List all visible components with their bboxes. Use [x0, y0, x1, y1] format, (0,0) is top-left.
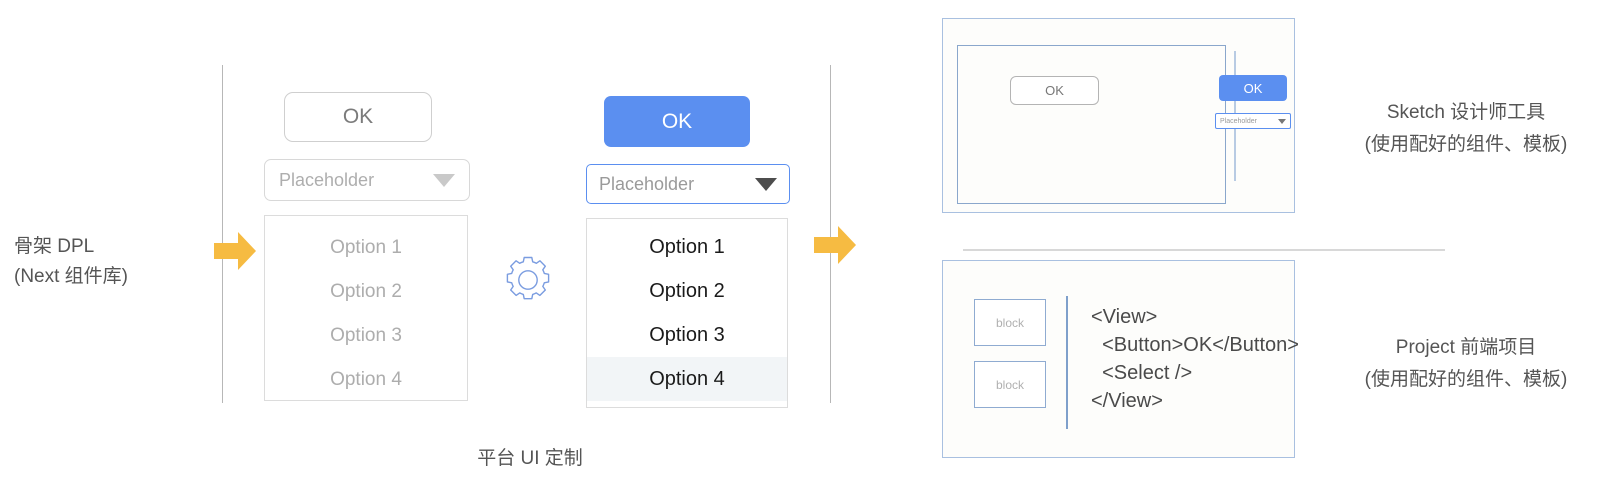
right-arrow-icon-2	[812, 222, 858, 268]
skeleton-option-item[interactable]: Option 4	[330, 369, 402, 390]
skeleton-components-group: OK Placeholder Option 1 Option 2 Option …	[264, 92, 470, 401]
styled-ok-button-label: OK	[661, 109, 693, 133]
skeleton-ok-button-label: OK	[342, 105, 374, 128]
project-caption: Project 前端项目 (使用配好的组件、模板)	[1335, 332, 1597, 396]
project-block-1[interactable]: block	[974, 299, 1046, 346]
project-panel-divider	[1066, 296, 1068, 429]
project-caption-line2: (使用配好的组件、模板)	[1364, 369, 1568, 390]
skeleton-option-item[interactable]: Option 1	[330, 237, 402, 258]
vertical-divider-right	[830, 65, 831, 403]
skeleton-option-list: Option 1 Option 2 Option 3 Option 4	[264, 215, 468, 401]
skeleton-option-item[interactable]: Option 2	[330, 281, 402, 302]
sketch-caption-line2: (使用配好的组件、模板)	[1364, 134, 1568, 155]
styled-option-item[interactable]: Option 1	[649, 236, 725, 258]
sketch-ok-button[interactable]: OK	[1010, 76, 1099, 105]
project-code-snippet: <View> <Button>OK</Button> <Select /> </…	[1091, 306, 1299, 412]
skeleton-ok-button[interactable]: OK	[284, 92, 432, 142]
chevron-down-icon	[755, 177, 777, 191]
sketch-library-ok-button-label: OK	[1243, 80, 1263, 96]
styled-components-group: OK Placeholder Option 1 Option 2 Option …	[586, 96, 790, 408]
sketch-caption: Sketch 设计师工具 (使用配好的组件、模板)	[1335, 97, 1597, 161]
platform-ui-caption: 平台 UI 定制	[477, 448, 583, 469]
sketch-ok-button-label: OK	[1045, 83, 1064, 98]
project-block-2-label: block	[995, 377, 1024, 392]
project-caption-line1: Project 前端项目	[1395, 337, 1537, 358]
skeleton-dpl-caption-line2: (Next 组件库)	[14, 266, 129, 287]
sketch-panel: OK OK Placeholder	[942, 18, 1295, 213]
right-arrow-icon-1	[212, 228, 258, 274]
styled-option-item[interactable]: Option 2	[649, 280, 725, 302]
skeleton-select-placeholder: Placeholder	[279, 169, 375, 190]
chevron-down-icon	[433, 173, 455, 187]
styled-option-list: Option 1 Option 2 Option 3 Option 4	[586, 218, 788, 408]
skeleton-option-item[interactable]: Option 3	[330, 325, 402, 346]
sketch-library-select[interactable]: Placeholder	[1215, 113, 1291, 129]
right-section-divider	[963, 249, 1445, 251]
sketch-library-select-placeholder: Placeholder	[1220, 117, 1257, 125]
skeleton-dpl-caption-line1: 骨架 DPL	[14, 236, 95, 257]
gear-icon	[500, 252, 556, 308]
vertical-divider-left	[222, 65, 223, 403]
styled-select-placeholder: Placeholder	[599, 173, 695, 194]
sketch-caption-line1: Sketch 设计师工具	[1386, 102, 1546, 123]
styled-select[interactable]: Placeholder	[586, 164, 790, 204]
project-panel: block block <View> <Button>OK</Button> <…	[942, 260, 1299, 458]
sketch-library-ok-button[interactable]: OK	[1219, 75, 1287, 101]
skeleton-dpl-caption: 骨架 DPL (Next 组件库)	[14, 232, 214, 292]
skeleton-select[interactable]: Placeholder	[264, 159, 470, 201]
styled-ok-button[interactable]: OK	[604, 96, 750, 147]
chevron-down-icon	[1278, 118, 1286, 124]
project-block-2[interactable]: block	[974, 361, 1046, 408]
styled-option-item[interactable]: Option 3	[649, 324, 725, 346]
project-block-1-label: block	[995, 315, 1024, 330]
sketch-canvas: OK	[957, 45, 1226, 204]
styled-option-item-selected[interactable]: Option 4	[587, 357, 787, 401]
